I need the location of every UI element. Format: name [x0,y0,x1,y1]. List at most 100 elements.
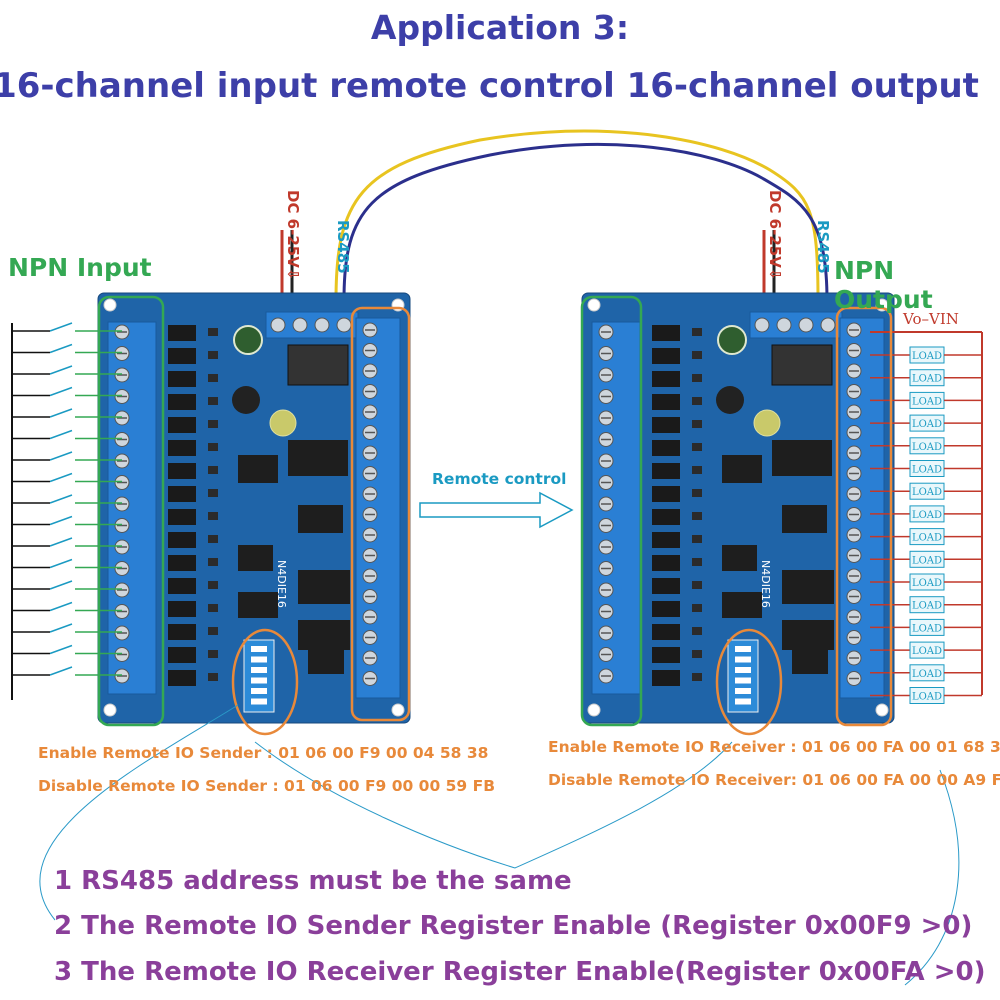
ic-chip [782,570,834,604]
dip-lever [735,677,751,684]
optocoupler [168,440,196,456]
remote-control-arrow [419,491,574,529]
npn-output-header: NPN Output [834,256,933,314]
resistor [208,420,218,428]
terminal-screw [292,317,308,333]
resistor [208,581,218,589]
dip-lever [735,688,751,694]
resistor [692,328,702,336]
optocoupler [652,670,680,686]
optocoupler [168,624,196,640]
dc-wires-left [280,230,294,300]
resistor [692,420,702,428]
switch-contact [49,386,73,397]
load-label: LOAD [912,533,942,544]
callout-line-receiver [904,769,960,986]
load-label: LOAD [912,487,942,498]
switch-contact [49,537,73,547]
voltage-regulator [771,344,833,386]
rs485-wire-navy [342,143,829,301]
switch-contact [49,429,73,440]
optocoupler [652,509,680,525]
optocoupler [652,394,680,410]
resistor [208,489,218,497]
optocoupler [652,647,680,663]
optocoupler [168,532,196,548]
resistor [692,489,702,497]
left-dc-label: DC 6-25V⇩ [284,190,302,281]
optocoupler [652,348,680,364]
resistor [208,443,218,451]
resistor [692,351,702,359]
load-label: LOAD [912,669,942,680]
callout-line-sender [39,704,239,921]
resistor [208,328,218,336]
optocoupler [168,647,196,663]
terminal-screw [798,317,814,333]
dip-lever [251,646,267,652]
ic-chip [288,440,348,476]
resistor [208,558,218,566]
model-label: N4DIE16 [275,560,288,608]
dip-lever [735,646,751,652]
dip-lever [735,656,751,663]
ic-chip [722,592,762,618]
load-label: LOAD [912,419,942,430]
ic-chip [238,455,278,483]
load-label: LOAD [912,601,942,612]
switch-contact [49,580,73,590]
resistor [692,673,702,681]
note-3: 3 The Remote IO Receiver Register Enable… [54,957,986,987]
capacitor [753,409,781,437]
mounting-hole [587,298,601,312]
terminal-screw [820,317,836,333]
resistor [692,535,702,543]
optocoupler [652,417,680,433]
load-label: LOAD [912,510,942,521]
inductor [232,386,260,414]
switch-contact [49,408,73,418]
enable-receiver-cmd: Enable Remote IO Receiver : 01 06 00 FA … [548,738,1000,756]
resistor [208,604,218,612]
terminal-screw [776,317,792,333]
output-board: N4DIE16 [581,292,895,724]
right-rs485-label: RS485 [814,220,832,274]
dip-lever [735,667,751,673]
ic-chip [722,545,757,571]
output-terminal-block [355,317,401,699]
load-label: LOAD [912,555,942,566]
dip-lever [251,677,267,684]
ic-chip [772,440,832,476]
load-label: LOAD [912,692,942,703]
ic-chip [298,570,350,604]
model-label: N4DIE16 [759,560,772,608]
dip-lever [251,688,267,694]
optocoupler [652,601,680,617]
switch-contact [49,558,73,569]
optocoupler [168,325,196,341]
left-dip-highlight [231,628,299,736]
callout-line-address [254,741,733,869]
resistor [692,604,702,612]
switch-contact [49,451,73,461]
ic-chip [238,545,273,571]
note-1: 1 RS485 address must be the same [54,866,572,896]
note-2: 2 The Remote IO Sender Register Enable (… [54,911,973,941]
vo-vin-label: Vo–VIN [903,310,959,328]
switch-contact [49,623,73,633]
load-label: LOAD [912,623,942,634]
load-label: LOAD [912,578,942,589]
resistor [208,512,218,520]
load-label: LOAD [912,351,942,362]
load-label: LOAD [912,465,942,476]
resistor [208,535,218,543]
terminal-screw [754,317,770,333]
optocoupler [168,463,196,479]
resistor [208,351,218,359]
optocoupler [168,601,196,617]
npn-input-header: NPN Input [8,253,152,282]
page-title: Application 3: [370,8,630,47]
output-terminal-block [839,317,885,699]
switch-contact [49,644,73,655]
ic-chip [782,505,827,533]
